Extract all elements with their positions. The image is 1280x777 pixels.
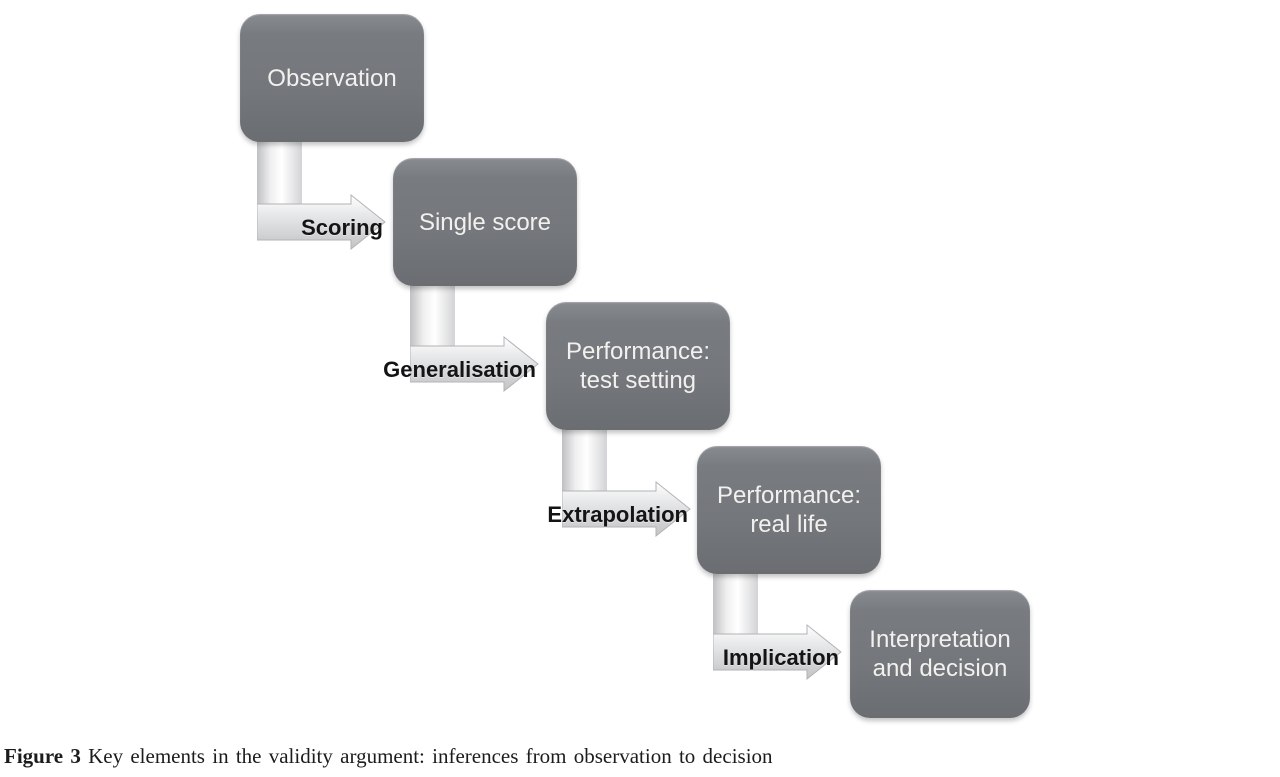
box-observation-label: Observation xyxy=(267,64,397,92)
box-observation: Observation xyxy=(240,14,424,142)
inference-label-implication: Implication xyxy=(722,645,839,670)
box-interpretation-decision: Interpretation and decision xyxy=(850,590,1030,718)
box-performance-test-setting-label: Performance: test setting xyxy=(565,338,711,394)
figure-caption: Figure 3 Key elements in the validity ar… xyxy=(4,744,773,769)
generalisation-elbow-arrow-icon xyxy=(410,283,539,393)
box-single-score: Single score xyxy=(393,158,577,286)
box-performance-test-setting: Performance: test setting xyxy=(546,302,730,430)
implication-elbow-arrow-icon xyxy=(713,571,842,681)
extrapolation-elbow-arrow-icon xyxy=(562,428,691,538)
box-interpretation-decision-label: Interpretation and decision xyxy=(869,626,1011,682)
inference-label-scoring: Scoring xyxy=(301,215,383,240)
box-performance-real-life-label: Performance: real life xyxy=(716,482,862,538)
box-performance-real-life: Performance: real life xyxy=(697,446,881,574)
figure-caption-text: Key elements in the validity argument: i… xyxy=(80,744,773,768)
figure-caption-number: Figure 3 xyxy=(4,744,81,768)
scoring-elbow-arrow-icon xyxy=(257,141,386,251)
inference-label-generalisation: Generalisation xyxy=(383,357,536,382)
inference-label-extrapolation: Extrapolation xyxy=(547,502,688,527)
box-single-score-label: Single score xyxy=(418,208,552,236)
